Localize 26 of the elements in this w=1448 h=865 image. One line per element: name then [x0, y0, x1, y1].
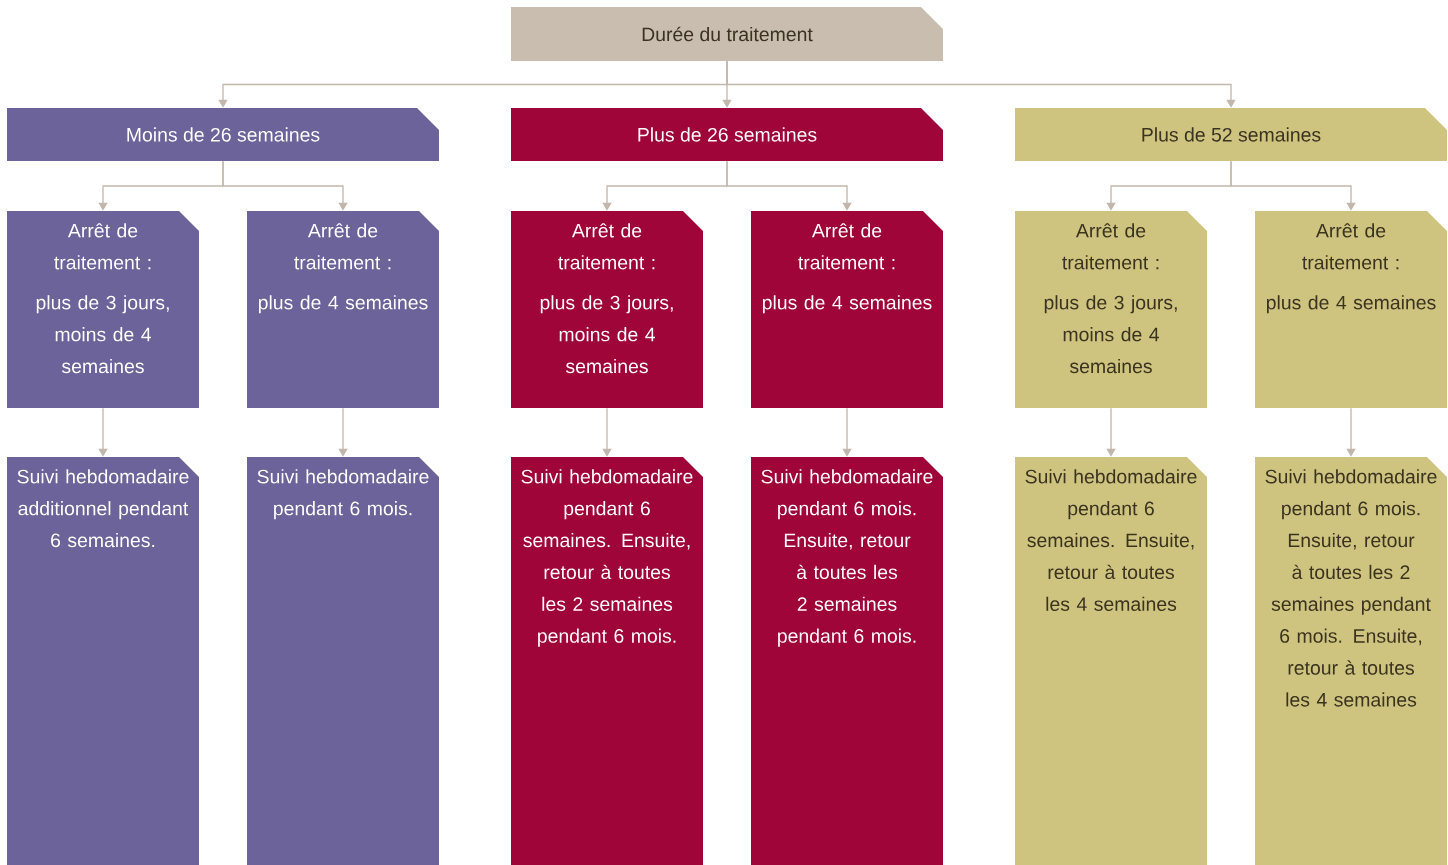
outcome-box: Suivi hebdomadaire additionnel pendant 6 semaines. — [7, 457, 199, 865]
arrow — [1230, 160, 1356, 211]
step-box: Arrêt de traitement : plus de 3 jours, moins de 4 semaines — [1015, 211, 1207, 408]
step-box: Arrêt de traitement : plus de 4 semaines — [751, 211, 943, 408]
outcome-box: Suivi hebdomadaire pendant 6 semaines. Ensuite, retour à toutes les 2 semaines pendant 6 mois. — [511, 457, 703, 865]
step-box: Arrêt de traitement : plus de 3 jours, moins de 4 semaines — [511, 211, 703, 408]
step-box: Arrêt de traitement : plus de 3 jours, moins de 4 semaines — [7, 211, 199, 408]
arrow — [1346, 407, 1356, 457]
arrow — [726, 160, 852, 211]
outcome-box: Suivi hebdomadaire pendant 6 mois. Ensuite, retour à toutes les 2 semaines pendant 6 mois. Ensuite, retour à toutes les 4 semaines — [1255, 457, 1447, 865]
step-box: Arrêt de traitement : plus de 4 semaines — [1255, 211, 1447, 408]
outcome-box: Suivi hebdomadaire pendant 6 mois. Ensuite, retour à toutes les 2 semaines pendant 6 mois. — [751, 457, 943, 865]
arrow — [338, 407, 348, 457]
step-box: Arrêt de traitement : plus de 4 semaines — [247, 211, 439, 408]
arrow — [602, 407, 612, 457]
outcome-box: Suivi hebdomadaire pendant 6 mois. — [247, 457, 439, 865]
arrow — [98, 407, 108, 457]
arrow — [1106, 407, 1116, 457]
arrow — [726, 60, 1236, 108]
arrow — [842, 407, 852, 457]
outcome-box: Suivi hebdomadaire pendant 6 semaines. Ensuite, retour à toutes les 4 semaines — [1015, 457, 1207, 865]
arrow — [222, 160, 348, 211]
heading-box: Plus de 26 semaines — [511, 108, 943, 161]
heading-box: Moins de 26 semaines — [7, 108, 439, 161]
heading-box: Durée du traitement — [511, 7, 943, 61]
heading-box: Plus de 52 semaines — [1015, 108, 1447, 161]
